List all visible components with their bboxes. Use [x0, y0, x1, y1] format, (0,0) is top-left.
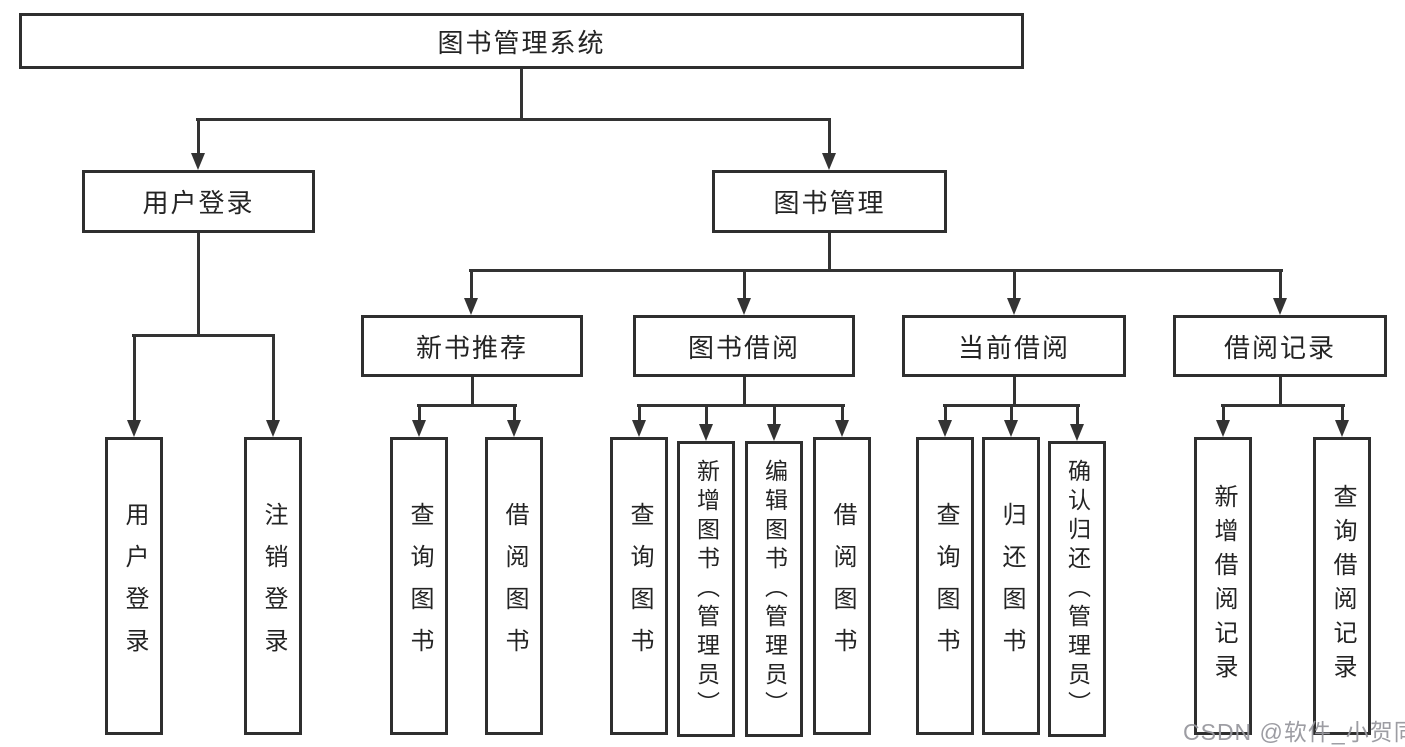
arrowhead-down-icon [412, 420, 426, 437]
node-label: 用户登录 [142, 188, 255, 218]
leaf-query-book-borrowing: 查询图书 [610, 437, 668, 735]
leaf-label: 新增图书（管理员） [693, 458, 720, 720]
connector-line [638, 404, 641, 422]
leaf-borrow-book: 借阅图书 [813, 437, 871, 735]
node-label: 借阅记录 [1223, 332, 1336, 363]
connector-line [1010, 404, 1013, 422]
leaf-confirm-return-admin: 确认归还（管理员） [1048, 441, 1106, 737]
connector-line [132, 334, 275, 337]
connector-line [418, 404, 421, 422]
connector-line [944, 404, 947, 422]
arrowhead-down-icon [632, 420, 646, 437]
arrowhead-down-icon [507, 420, 521, 437]
arrowhead-down-icon [767, 424, 781, 441]
connector-line [520, 69, 523, 118]
node-label: 图书借阅 [687, 332, 800, 363]
connector-line [471, 377, 474, 406]
node-user-login: 用户登录 [82, 170, 315, 233]
connector-line [773, 404, 776, 426]
arrowhead-down-icon [835, 420, 849, 437]
arrowhead-down-icon [1004, 420, 1018, 437]
node-new-book-recommend: 新书推荐 [361, 315, 583, 377]
connector-line [197, 233, 200, 336]
leaf-edit-book-admin: 编辑图书（管理员） [745, 441, 803, 737]
node-borrowing-records: 借阅记录 [1173, 315, 1387, 377]
connector-line [705, 404, 708, 426]
connector-line [743, 269, 746, 301]
arrowhead-down-icon [464, 298, 478, 315]
connector-line [1013, 269, 1016, 301]
connector-line [513, 404, 516, 422]
leaf-add-book-admin: 新增图书（管理员） [677, 441, 735, 737]
leaf-label: 查询图书 [406, 502, 433, 670]
arrowhead-down-icon [1070, 424, 1084, 441]
connector-line [637, 404, 845, 407]
leaf-query-book-recommend: 查询图书 [390, 437, 448, 735]
watermark: CSDN @软件_小贺同学 [1183, 719, 1405, 745]
leaf-query-book-current: 查询图书 [916, 437, 974, 735]
leaf-label: 查询借阅记录 [1329, 484, 1356, 688]
connector-line [1222, 404, 1225, 422]
arrowhead-down-icon [1273, 298, 1287, 315]
arrowhead-down-icon [938, 420, 952, 437]
node-label: 新书推荐 [415, 332, 528, 363]
leaf-label: 编辑图书（管理员） [761, 458, 788, 720]
node-library-management-system: 图书管理系统 [19, 13, 1024, 69]
leaf-label: 新增借阅记录 [1210, 484, 1237, 688]
connector-line [1341, 404, 1344, 422]
leaf-user-login: 用户登录 [105, 437, 163, 735]
leaf-return-book: 归还图书 [982, 437, 1040, 735]
connector-line [469, 269, 1283, 272]
connector-line [133, 334, 136, 422]
arrowhead-down-icon [737, 298, 751, 315]
connector-line [1076, 404, 1079, 426]
node-current-borrowing: 当前借阅 [902, 315, 1126, 377]
leaf-label: 注销登录 [260, 502, 287, 670]
connector-line [417, 404, 517, 407]
leaf-logout-login: 注销登录 [244, 437, 302, 735]
arrowhead-down-icon [1007, 298, 1021, 315]
node-label: 图书管理系统 [437, 27, 606, 58]
leaf-label: 归还图书 [998, 502, 1025, 670]
connector-line [470, 269, 473, 301]
connector-line [1221, 404, 1345, 407]
connector-line [743, 377, 746, 406]
arrowhead-down-icon [266, 420, 280, 437]
connector-line [841, 404, 844, 422]
leaf-add-borrow-record: 新增借阅记录 [1194, 437, 1252, 735]
arrowhead-down-icon [127, 420, 141, 437]
connector-line [1279, 269, 1282, 301]
node-label: 图书管理 [773, 188, 886, 218]
connector-line [828, 118, 831, 155]
leaf-label: 用户登录 [121, 502, 148, 670]
leaf-label: 查询图书 [932, 502, 959, 670]
node-label: 当前借阅 [957, 332, 1070, 363]
leaf-query-borrow-record: 查询借阅记录 [1313, 437, 1371, 735]
leaf-label: 确认归还（管理员） [1064, 458, 1091, 720]
connector-line [272, 334, 275, 422]
leaf-label: 借阅图书 [829, 502, 856, 670]
node-book-borrowing: 图书借阅 [633, 315, 855, 377]
connector-line [197, 118, 200, 155]
leaf-label: 查询图书 [626, 502, 653, 670]
arrowhead-down-icon [699, 424, 713, 441]
leaf-borrow-book-recommend: 借阅图书 [485, 437, 543, 735]
connector-line [828, 233, 831, 271]
arrowhead-down-icon [191, 153, 205, 170]
arrowhead-down-icon [822, 153, 836, 170]
leaf-label: 借阅图书 [501, 502, 528, 670]
connector-line [1013, 377, 1016, 406]
connector-line [196, 118, 831, 121]
arrowhead-down-icon [1216, 420, 1230, 437]
node-book-management: 图书管理 [712, 170, 947, 233]
connector-line [1279, 377, 1282, 406]
arrowhead-down-icon [1335, 420, 1349, 437]
